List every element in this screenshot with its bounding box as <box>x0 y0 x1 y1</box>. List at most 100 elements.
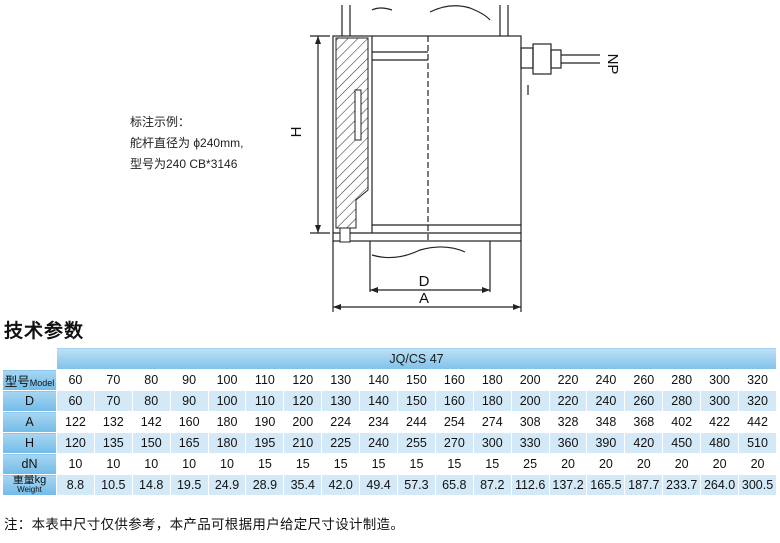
table-cell: 15 <box>245 453 285 475</box>
table-cell: 160 <box>434 390 474 412</box>
table-cell: 270 <box>434 432 474 454</box>
table-cell: 160 <box>434 369 474 391</box>
table-cell: 260 <box>624 369 664 391</box>
table-cell: 180 <box>207 411 247 433</box>
table-cell: 70 <box>93 390 133 412</box>
table-cell: 42.0 <box>321 474 361 496</box>
marking-example-line1: 舵杆直径为 ϕ240mm, <box>130 136 244 150</box>
row-label: dN <box>2 453 57 475</box>
table-cell: 20 <box>586 453 626 475</box>
table-cell: 244 <box>397 411 436 433</box>
table-cell: 15 <box>359 453 399 475</box>
table-cell: 15 <box>434 453 474 475</box>
table-cell: 150 <box>131 432 171 454</box>
table-cell: 90 <box>169 369 209 391</box>
table-cell: 110 <box>245 390 285 412</box>
table-cell: 10 <box>131 453 171 475</box>
table-cell: 442 <box>738 411 777 433</box>
table-cell: 10 <box>93 453 133 475</box>
table-cell: 180 <box>207 432 247 454</box>
table-cell: 20 <box>738 453 777 475</box>
header-blank-cell <box>2 347 57 370</box>
table-cell: 210 <box>283 432 323 454</box>
table-header-title: JQ/CS 47 <box>56 347 777 370</box>
table-cell: 180 <box>472 390 512 412</box>
table-cell: 300.5 <box>738 474 777 496</box>
table-cell: 233.7 <box>662 474 702 496</box>
table-cell: 264.0 <box>700 474 740 496</box>
table-cell: 200 <box>283 411 323 433</box>
table-cell: 140 <box>359 369 399 391</box>
hatched-section <box>335 37 369 229</box>
table-cell: 15 <box>283 453 323 475</box>
table-cell: 328 <box>548 411 588 433</box>
table-cell: 140 <box>359 390 399 412</box>
table-cell: 142 <box>131 411 171 433</box>
table-cell: 132 <box>93 411 133 433</box>
table-cell: 65.8 <box>434 474 474 496</box>
table-cell: 300 <box>700 369 740 391</box>
table-cell: 19.5 <box>169 474 209 496</box>
table-cell: 120 <box>283 369 323 391</box>
marking-example: 标注示例： 舵杆直径为 ϕ240mm, 型号为240 CB*3146 <box>130 112 243 175</box>
table-cell: 49.4 <box>359 474 399 496</box>
table-header-row: JQ/CS 47 <box>2 347 777 370</box>
table-cell: 20 <box>548 453 588 475</box>
table-cell: 130 <box>321 390 361 412</box>
row-label-main: A <box>25 415 34 429</box>
table-cell: 225 <box>321 432 361 454</box>
table-cell: 280 <box>662 369 702 391</box>
table-cell: 240 <box>359 432 399 454</box>
table-cell: 300 <box>472 432 512 454</box>
table-cell: 220 <box>548 369 588 391</box>
table-cell: 402 <box>662 411 702 433</box>
table-cell: 390 <box>586 432 626 454</box>
table-cell: 260 <box>624 390 664 412</box>
row-label-main: dN <box>21 457 38 471</box>
row-label-main: 型号 <box>4 374 30 389</box>
table-cell: 120 <box>56 432 95 454</box>
table-cell: 80 <box>131 369 171 391</box>
table-cell: 120 <box>283 390 323 412</box>
table-cell: 15 <box>397 453 436 475</box>
dim-label-NP: NP <box>604 54 621 75</box>
table-cell: 24.9 <box>207 474 247 496</box>
row-label: 型号Model <box>2 369 57 391</box>
row-label-main: H <box>24 436 35 450</box>
row-label: D <box>2 390 57 412</box>
table-cell: 110 <box>245 369 285 391</box>
table-cell: 15 <box>472 453 512 475</box>
table-cell: 165 <box>169 432 209 454</box>
table-cell: 240 <box>586 369 626 391</box>
table-cell: 10.5 <box>93 474 133 496</box>
table-cell: 320 <box>738 390 777 412</box>
table-cell: 224 <box>321 411 361 433</box>
table-cell: 15 <box>321 453 361 475</box>
table-cell: 20 <box>662 453 702 475</box>
dim-label-D: D <box>419 273 430 290</box>
table-cell: 70 <box>93 369 133 391</box>
row-label-main: D <box>24 394 35 408</box>
table-cell: 90 <box>169 390 209 412</box>
table-cell: 330 <box>510 432 550 454</box>
technical-drawing: H D A NP <box>288 5 621 312</box>
section-title: 技术参数 <box>4 321 85 342</box>
table-cell: 234 <box>359 411 399 433</box>
table-cell: 254 <box>434 411 474 433</box>
table-cell: 195 <box>245 432 285 454</box>
table-cell: 135 <box>93 432 133 454</box>
table-cell: 308 <box>510 411 550 433</box>
table-cell: 8.8 <box>56 474 95 496</box>
table-cell: 150 <box>397 390 436 412</box>
table-cell: 10 <box>56 453 95 475</box>
row-label: H <box>2 432 57 454</box>
table-cell: 20 <box>624 453 664 475</box>
table-cell: 87.2 <box>472 474 512 496</box>
table-cell: 165.5 <box>586 474 626 496</box>
table-cell: 20 <box>700 453 740 475</box>
